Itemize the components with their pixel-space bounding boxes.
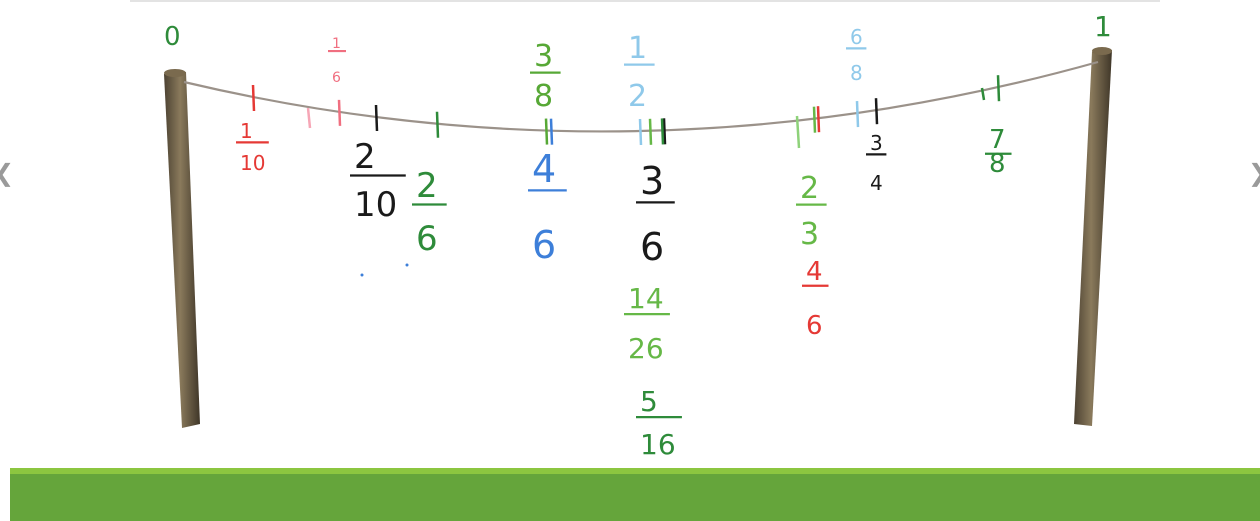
fraction-3-6: 36: [636, 118, 675, 269]
fraction-numerator: 4: [806, 257, 823, 287]
fraction-denominator: 10: [354, 185, 397, 225]
fraction-tick-mark: [812, 106, 817, 133]
fraction-denominator: 16: [640, 428, 676, 461]
fraction-numerator: 7: [989, 125, 1006, 155]
stray-tick-green-2: [980, 87, 986, 101]
fraction-5-16: 5 16: [636, 118, 682, 461]
right-pole: [1074, 47, 1112, 426]
fraction-denominator: 3: [800, 217, 819, 252]
fraction-numerator: 1: [332, 36, 341, 52]
fraction-7-8: 78: [985, 75, 1012, 179]
fraction-tick-mark: [662, 118, 667, 145]
stray-tick-pink: [306, 107, 312, 129]
fraction-tick-mark: [638, 118, 643, 146]
fraction-denominator: 6: [332, 70, 341, 86]
next-slide-button[interactable]: ❯: [1248, 161, 1260, 185]
fraction-1-2: 12: [624, 31, 655, 146]
fraction-numerator: 6: [850, 25, 863, 49]
fraction-6-8: 68: [846, 25, 867, 128]
fraction-numerator: 4: [532, 147, 556, 191]
fraction-denominator: 4: [870, 171, 883, 195]
fraction-tick-mark: [855, 100, 860, 128]
fraction-denominator: 8: [534, 79, 553, 114]
top-divider: [130, 0, 1160, 2]
fraction-tick-mark: [816, 106, 821, 133]
fraction-denominator: 6: [640, 225, 664, 269]
fraction-numerator: 2: [416, 166, 438, 206]
fraction-numerator: 3: [870, 131, 883, 155]
fraction-numerator: 2: [800, 171, 819, 206]
fraction-numerator: 2: [354, 137, 376, 177]
fraction-3-4: 34: [866, 98, 887, 195]
fraction-numerator: 14: [628, 282, 664, 315]
fraction-3-8: 38: [530, 39, 561, 145]
fraction-denominator: 6: [806, 311, 823, 341]
fraction-denominator: 6: [416, 219, 438, 259]
stray-tick-green: [795, 115, 801, 149]
fraction-denominator: 8: [989, 149, 1006, 179]
left-pole: [164, 69, 200, 428]
fraction-denominator: 10: [240, 151, 265, 175]
fraction-numerator: 1: [240, 119, 253, 143]
fraction-4-6: 46: [802, 106, 829, 341]
stray-dot: [405, 263, 409, 267]
fraction-numerator: 1: [628, 31, 647, 66]
start-label-zero: 0: [164, 22, 181, 52]
fraction-tick-mark: [374, 104, 379, 132]
fraction-denominator: 2: [628, 79, 647, 114]
fraction-2-3: 23: [796, 106, 827, 252]
end-label-one: 1: [1094, 10, 1112, 43]
fraction-tick-mark: [660, 118, 665, 145]
footer-bar: [10, 468, 1260, 521]
fraction-tick-mark: [549, 118, 554, 145]
fraction-numerator: 3: [640, 159, 664, 203]
fraction-4-6: 46: [528, 118, 567, 267]
footer-highlight-strip: [10, 468, 1260, 474]
fraction-tick-mark: [435, 111, 440, 138]
fraction-2-10: 210: [350, 104, 406, 225]
fraction-1-10: 110: [236, 84, 269, 175]
fraction-tick-mark: [544, 118, 549, 145]
fraction-tick-mark: [874, 98, 879, 125]
fraction-tick-mark: [996, 75, 1001, 102]
fraction-14-26: 14 26: [624, 118, 670, 365]
fraction-numerator: 5: [640, 385, 658, 418]
previous-slide-button[interactable]: ❮: [0, 161, 14, 185]
stray-dot: [360, 273, 364, 277]
fraction-1-6: 16: [328, 36, 346, 126]
fraction-denominator: 8: [850, 61, 863, 85]
fraction-numerator: 3: [534, 39, 553, 74]
fraction-2-6: 26: [412, 111, 447, 259]
fraction-tick-mark: [337, 99, 342, 126]
fraction-denominator: 6: [532, 223, 556, 267]
fraction-tick-mark: [648, 118, 653, 145]
fraction-denominator: 26: [628, 332, 664, 365]
fraction-tick-mark: [251, 84, 256, 112]
